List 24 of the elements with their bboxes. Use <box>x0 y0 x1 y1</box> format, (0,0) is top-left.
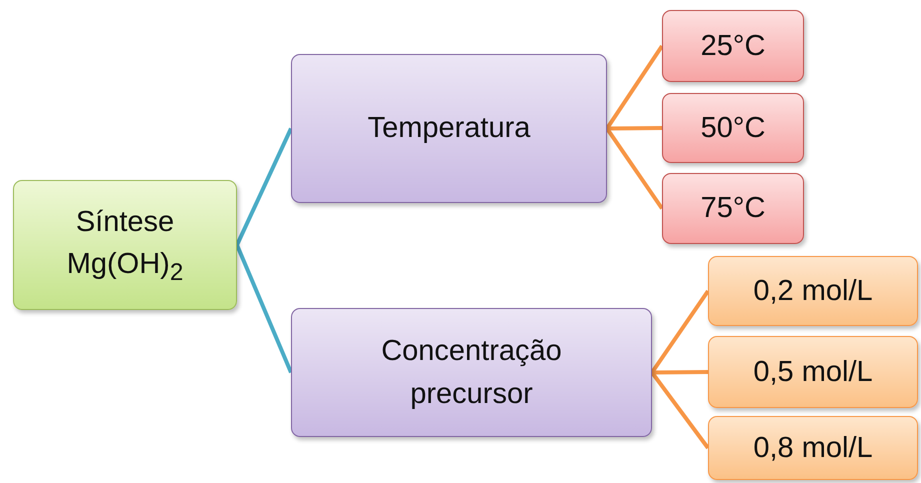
node-label: 0,5 mol/L <box>753 354 873 390</box>
connector-line <box>235 128 293 246</box>
category-box <box>291 308 652 437</box>
start-node <box>13 180 237 310</box>
node-label: 25°C <box>700 28 766 64</box>
node-label: 0,2 mol/L <box>753 274 873 309</box>
connector-line <box>605 127 664 210</box>
connector-line <box>235 244 293 374</box>
node-label: Temperatura <box>368 111 530 146</box>
value-box <box>662 173 804 244</box>
category-box <box>291 54 607 203</box>
node-label: 0,8 mol/L <box>753 430 873 466</box>
node-label: Síntese Mg(OH)$_{2}$ <box>66 204 184 288</box>
value-box <box>708 336 918 408</box>
node-label: 75°C <box>700 191 766 226</box>
value-box <box>708 416 918 480</box>
connector-line <box>606 126 662 130</box>
value-box <box>662 93 804 163</box>
value-box <box>708 256 918 326</box>
connector-line <box>650 371 710 450</box>
value-box <box>662 10 804 82</box>
node-label: Concentração precursor <box>380 334 563 412</box>
node-label: 50°C <box>700 110 766 146</box>
connector-line <box>652 370 708 374</box>
